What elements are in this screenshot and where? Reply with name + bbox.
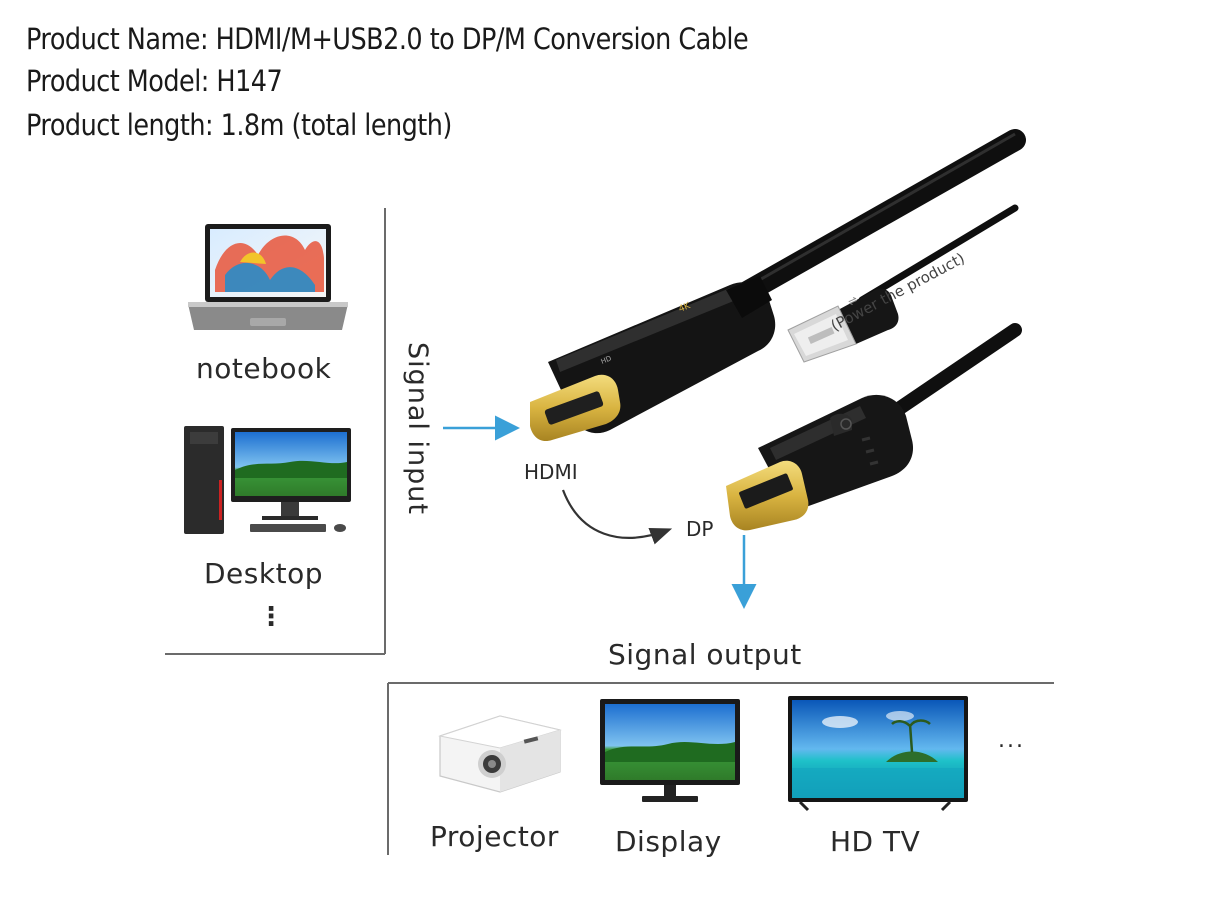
hdmi-label: HDMI: [524, 460, 578, 484]
cable-bundle: [729, 129, 1026, 415]
hdmi-to-dp-arrow: [561, 489, 673, 545]
laptop-icon: [188, 224, 348, 330]
hdtv-label: HD TV: [830, 825, 921, 858]
projector-icon: [438, 715, 562, 793]
product-model: Product Model: H147: [26, 64, 283, 98]
more-sources-indicator: ⋮: [258, 602, 284, 632]
svg-text:HD: HD: [600, 354, 613, 365]
display-label: Display: [615, 825, 722, 858]
hdmi-plug-icon: 4K HD: [530, 276, 776, 442]
desktop-computer-icon: [184, 426, 351, 534]
product-length: Product length: 1.8m (total length): [26, 108, 452, 142]
tv-icon: [788, 696, 968, 812]
projector-label: Projector: [430, 820, 559, 853]
product-name: Product Name: HDMI/M+USB2.0 to DP/M Conv…: [26, 22, 749, 56]
monitor-icon: [600, 699, 740, 802]
notebook-label: notebook: [196, 352, 332, 385]
dp-label: DP: [686, 517, 714, 541]
more-outputs-indicator: ...: [998, 728, 1025, 753]
signal-input-label: Signal input: [402, 342, 433, 515]
desktop-label: Desktop: [204, 557, 323, 590]
svg-text:4K: 4K: [677, 301, 693, 315]
signal-output-label: Signal output: [608, 638, 802, 671]
usb-plug-icon: ⇌: [787, 288, 899, 363]
displayport-plug-icon: [726, 394, 914, 531]
